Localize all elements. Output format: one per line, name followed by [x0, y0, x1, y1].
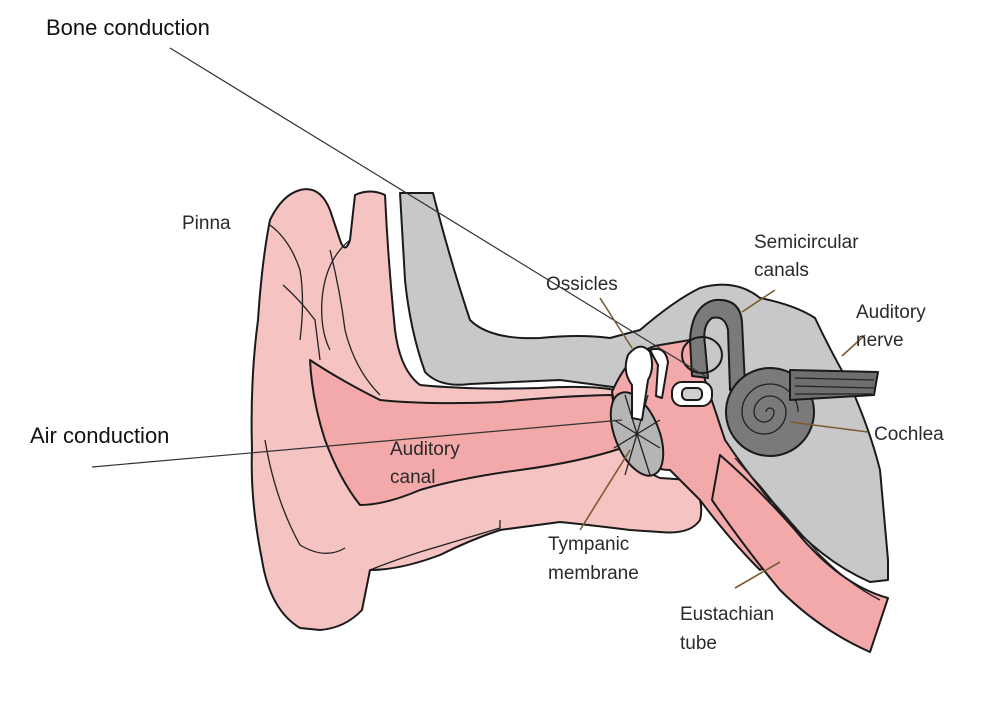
pinna-fold-2: [282, 284, 321, 361]
pinna-label: Pinna: [182, 213, 231, 234]
ossicles-label: Ossicles: [546, 274, 618, 295]
tympanic-leader: [579, 449, 631, 531]
eustachian-label-line2: tube: [680, 633, 717, 654]
air-conduction-line: [91, 419, 623, 468]
cochlea-leader: [789, 421, 869, 433]
auditory-nerve-leader: [841, 334, 866, 357]
auditory-canal-label-line2: canal: [390, 467, 435, 488]
tympanic-label-line2: membrane: [548, 563, 639, 584]
canal-shape: [309, 359, 623, 506]
semicircular-canals-shape: [681, 298, 746, 391]
concha-fold: [321, 239, 351, 351]
lobule-line: [369, 520, 501, 571]
ossicles-leader: [599, 297, 633, 349]
eustachian-tube-shape: [711, 454, 889, 653]
air-conduction-label: Air conduction: [30, 423, 169, 448]
auditory-nerve-label-line2: nerve: [856, 330, 904, 351]
bone-conduction-label: Bone conduction: [46, 15, 210, 40]
eustachian-label-line1: Eustachian: [680, 604, 774, 625]
tympanic-label-line1: Tympanic: [548, 534, 629, 555]
auditory-canal-label-line1: Auditory: [390, 439, 460, 460]
pinna-fold-1: [269, 224, 304, 341]
semicircular-label-line1: Semicircular: [754, 232, 859, 253]
eustachian-tube-inner: [734, 457, 881, 601]
auditory-nerve-label-line1: Auditory: [856, 302, 926, 323]
cochlea-label: Cochlea: [874, 424, 944, 445]
semicircular-label-line2: canals: [754, 260, 809, 281]
pinna-fold-3: [329, 249, 381, 396]
pinna-fold-4: [264, 439, 346, 554]
eustachian-leader: [734, 561, 781, 589]
ossicles-shape: [624, 345, 713, 421]
semicircular-leader: [741, 289, 776, 313]
auditory-nerve-shape: [789, 369, 879, 401]
